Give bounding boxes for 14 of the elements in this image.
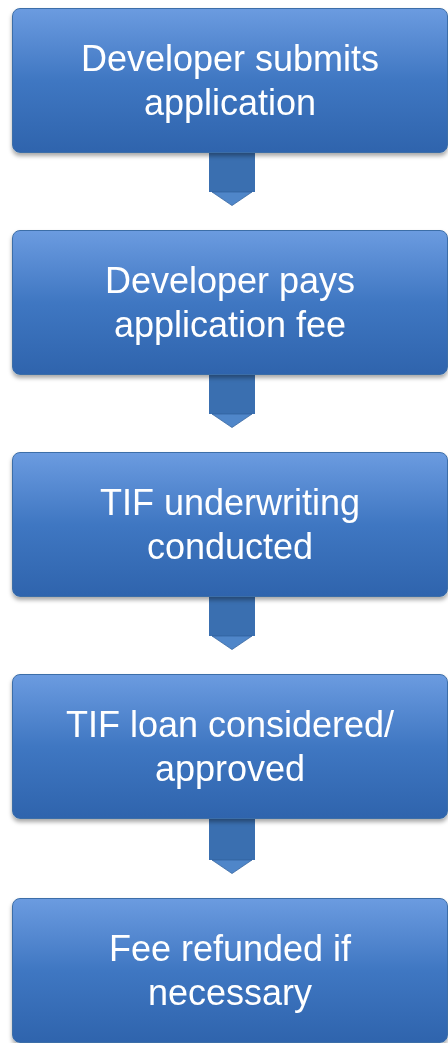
step-text: TIF loan considered/ approved — [64, 702, 396, 791]
step-text: Fee refunded if necessary — [107, 926, 353, 1015]
process-box — [12, 898, 448, 1043]
process-box — [12, 452, 448, 597]
step-text: TIF underwriting conducted — [98, 480, 362, 569]
step-text: Developer submits application — [79, 36, 381, 125]
block-arrow — [209, 153, 255, 206]
block-arrow — [209, 375, 255, 428]
process-box — [12, 8, 448, 153]
process-box — [12, 674, 448, 819]
process-box — [12, 230, 448, 375]
block-arrow — [209, 819, 255, 874]
step-text: Developer pays application fee — [103, 258, 357, 347]
block-arrow — [209, 597, 255, 650]
